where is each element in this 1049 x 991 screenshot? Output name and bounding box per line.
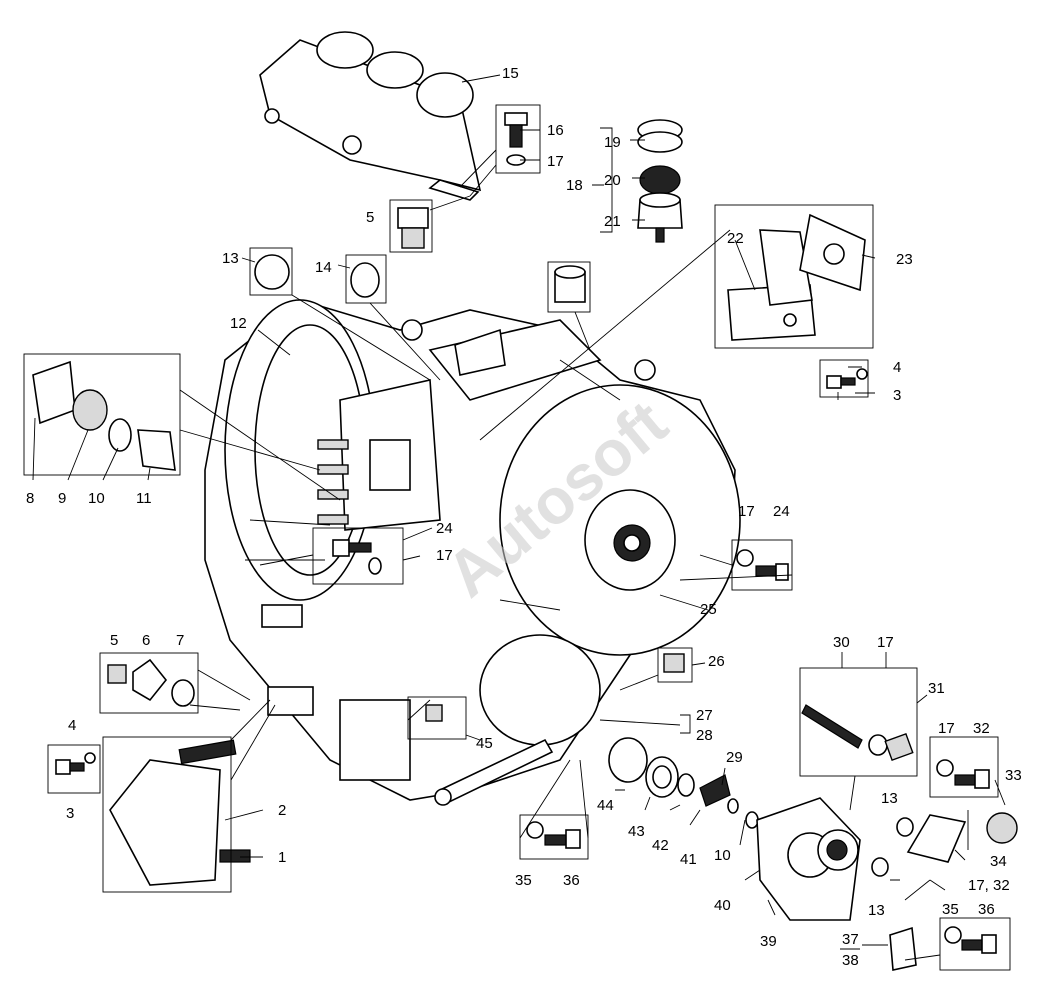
callout-14: 14 [315,259,332,276]
part-5-6-7-fittings [107,658,195,707]
callout-41: 41 [680,851,697,868]
cap-part [554,265,586,303]
part-24-17-bolt-right [736,549,789,581]
callout-32: 32 [973,720,990,737]
callout-13-br: 13 [881,790,898,807]
callout-17-right: 17 [738,503,755,520]
callout-20: 20 [604,172,621,189]
callout-17-mid: 17 [436,547,453,564]
callout-10-low: 10 [714,847,731,864]
callout-35-br: 35 [942,901,959,918]
callout-29: 29 [726,749,743,766]
callout-4-right: 4 [893,359,901,376]
callout-28: 28 [696,727,713,744]
callout-33: 33 [1005,767,1022,784]
transmission-housing [204,299,741,806]
callout-19: 19 [604,134,621,151]
callout-12: 12 [230,315,247,332]
callout-8: 8 [26,490,34,507]
pump-39-40 [756,797,861,921]
callout-16: 16 [547,122,564,139]
callout-26: 26 [708,653,725,670]
callout-17-pump: 17 [877,634,894,651]
callout-39: 39 [760,933,777,950]
part-35-36-bottom-middle [526,821,581,849]
callout-36-mid: 36 [563,872,580,889]
part-24-17-bolt-middle [332,539,382,575]
callout-4: 4 [68,717,76,734]
callout-22: 22 [727,230,744,247]
part-26-plug [663,653,685,673]
part-45-plug [425,704,443,722]
callout-1: 1 [278,849,286,866]
callout-13: 13 [222,250,239,267]
part-35-38-bottom-right [889,926,997,971]
callout-44: 44 [597,797,614,814]
callout-27: 27 [696,707,713,724]
callout-2: 2 [278,802,286,819]
callout-11: 11 [136,490,152,507]
callout-17: 17 [547,153,564,170]
callout-45: 45 [476,735,493,752]
o-rings-13-14 [254,254,380,298]
callout-37: 37 [842,931,859,948]
callout-17-br: 17 [938,720,955,737]
part-15-top-unit [259,31,482,201]
callout-36-br: 36 [978,901,995,918]
callout-42: 42 [652,837,669,854]
callout-6: 6 [142,632,150,649]
leader-lines [32,74,1006,961]
callout-40: 40 [714,897,731,914]
callout-13-low: 13 [868,902,885,919]
part-32-34-bracket [871,759,1018,877]
callout-43: 43 [628,823,645,840]
part-19-21-filter-set [637,119,683,243]
callout-10: 10 [88,490,105,507]
callout-35-mid: 35 [515,872,532,889]
callout-31: 31 [928,680,945,697]
callout-25: 25 [700,601,717,618]
callout-5-top: 5 [366,209,374,226]
callout-9: 9 [58,490,66,507]
callout-3-right: 3 [893,387,901,404]
part-22-23-bracket [727,213,866,341]
part-1-4-mount [55,739,251,886]
callout-labels: 1 2 3 4 5 6 7 8 9 10 11 12 13 14 15 16 1… [26,65,1022,969]
callout-5: 5 [110,632,118,649]
group-boxes [23,104,1011,971]
callout-30: 30 [833,634,850,651]
callout-3: 3 [66,805,74,822]
callout-15: 15 [502,65,519,82]
callout-17-32: 17, 32 [968,877,1010,894]
part-5-plug-top [397,207,429,249]
callout-21: 21 [604,213,621,230]
part-8-11-cover-set [32,360,176,471]
callout-24-mid: 24 [436,520,453,537]
part-30-31-stud-nut [801,704,914,762]
part-16-bolt [504,112,528,166]
drive-seal-set [608,737,759,829]
part-3-4-bolt-right [826,368,868,389]
callout-38: 38 [842,952,859,969]
callout-7: 7 [176,632,184,649]
callout-24-right: 24 [773,503,790,520]
callout-34: 34 [990,853,1007,870]
callout-18: 18 [566,177,583,194]
callout-23: 23 [896,251,913,268]
